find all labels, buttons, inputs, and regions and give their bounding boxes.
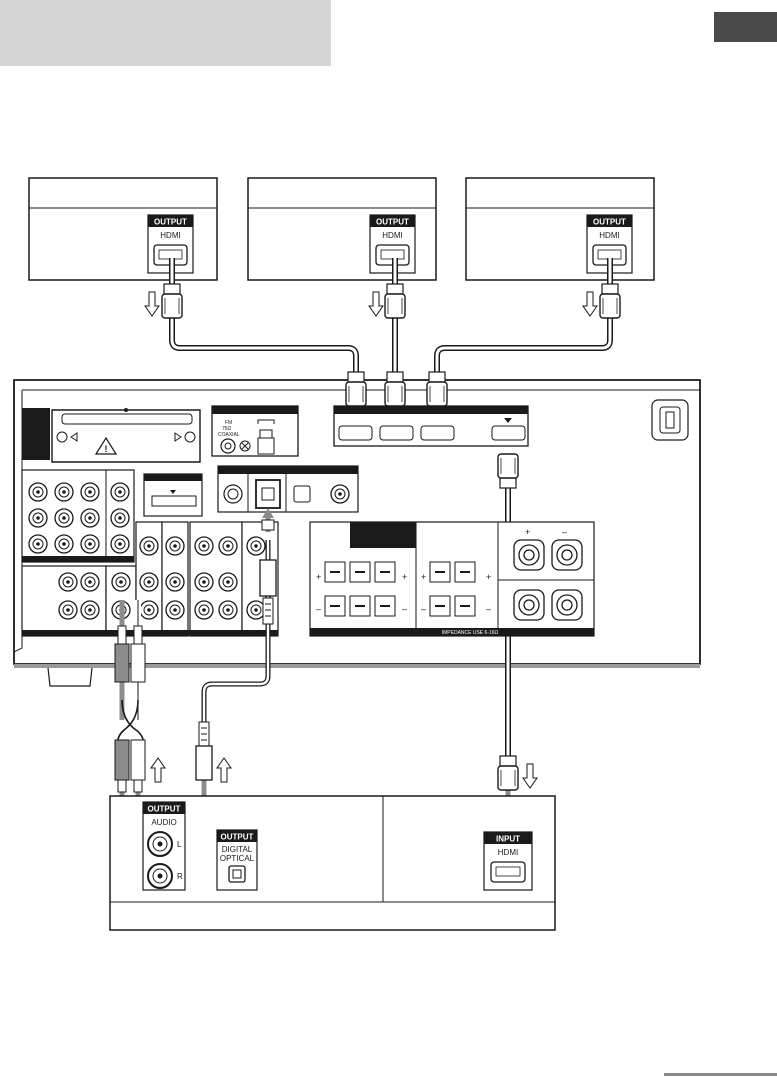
hdmi-label: HDMI xyxy=(599,231,619,240)
section-title-band xyxy=(0,0,331,66)
hdmi-input-jack-tv: INPUT HDMI xyxy=(483,831,533,891)
hdmi-plug-source-2 xyxy=(384,283,406,319)
power-inlet xyxy=(651,399,689,441)
hdmi-plug-rx-3 xyxy=(426,371,448,407)
hdmi-plug-source-1 xyxy=(161,283,183,319)
signal-arrow-down-2 xyxy=(368,291,384,317)
hdmi-plug-tv xyxy=(497,755,519,791)
warning-icon xyxy=(94,436,118,455)
svg-text:–: – xyxy=(316,604,321,614)
signal-arrow-down-1 xyxy=(144,291,160,317)
usb-port-block xyxy=(143,473,203,517)
signal-arrow-up-audio xyxy=(150,757,166,783)
optical-plug-receiver xyxy=(259,519,277,625)
output-label: OUTPUT xyxy=(593,218,626,227)
svg-text:+: + xyxy=(486,572,491,582)
optical-arrow-up xyxy=(262,508,274,518)
continued-rule xyxy=(664,1073,777,1076)
rca-plugs-player xyxy=(114,739,146,793)
chapter-tab-marker xyxy=(714,12,777,42)
ohm-label: 75Ω xyxy=(222,426,232,432)
impedance-label: IMPEDANCE USE 6-16Ω xyxy=(442,630,499,636)
fm-label: FM xyxy=(225,420,232,426)
hdmi-label: HDMI xyxy=(382,231,402,240)
hdmi-plug-rx-2 xyxy=(384,371,406,407)
svg-text:+: + xyxy=(525,527,530,537)
speaker-terminals: IMPEDANCE USE 6-16Ω + – + – + – + – + – xyxy=(309,521,595,637)
panel-bracket xyxy=(22,408,50,460)
hdmi-plug-rx-out xyxy=(497,453,519,489)
signal-arrow-down-tv xyxy=(522,763,538,789)
digital-label: DIGITAL xyxy=(222,845,253,854)
hdmi-label: HDMI xyxy=(498,848,518,857)
svg-text:+: + xyxy=(421,572,426,582)
audio-label: AUDIO xyxy=(151,818,176,827)
svg-text:!: ! xyxy=(105,444,108,454)
svg-text:–: – xyxy=(486,604,491,614)
optical-output-jack: OUTPUT DIGITAL OPTICAL xyxy=(216,829,258,891)
antenna-module: FM 75Ω COAXIAL xyxy=(211,405,299,457)
hdmi-cables-top xyxy=(169,258,613,372)
optical-plug-player xyxy=(195,721,213,781)
coaxial-label: COAXIAL xyxy=(218,432,240,438)
output-label: OUTPUT xyxy=(148,805,181,814)
audio-output-jacks: OUTPUT AUDIO L R xyxy=(142,801,186,891)
receiver-hdmi-bank xyxy=(333,405,529,447)
svg-text:–: – xyxy=(402,604,407,614)
option-slot: ! xyxy=(51,408,201,463)
signal-arrow-up-optical xyxy=(216,757,232,783)
input-label: INPUT xyxy=(496,835,520,844)
rca-plugs-receiver xyxy=(114,625,146,683)
output-label: OUTPUT xyxy=(376,218,409,227)
hdmi-label: HDMI xyxy=(160,231,180,240)
svg-text:–: – xyxy=(421,604,426,614)
digital-input-block xyxy=(217,465,359,513)
svg-text:+: + xyxy=(402,572,407,582)
right-channel-label: R xyxy=(177,872,183,881)
output-label: OUTPUT xyxy=(221,833,254,842)
output-label: OUTPUT xyxy=(154,218,187,227)
left-channel-label: L xyxy=(177,840,182,849)
signal-arrow-down-3 xyxy=(582,291,598,317)
svg-text:+: + xyxy=(316,572,321,582)
optical-label: OPTICAL xyxy=(220,854,255,863)
hdmi-plug-source-3 xyxy=(599,283,621,319)
svg-text:–: – xyxy=(562,527,567,537)
hdmi-plug-rx-1 xyxy=(345,371,367,407)
